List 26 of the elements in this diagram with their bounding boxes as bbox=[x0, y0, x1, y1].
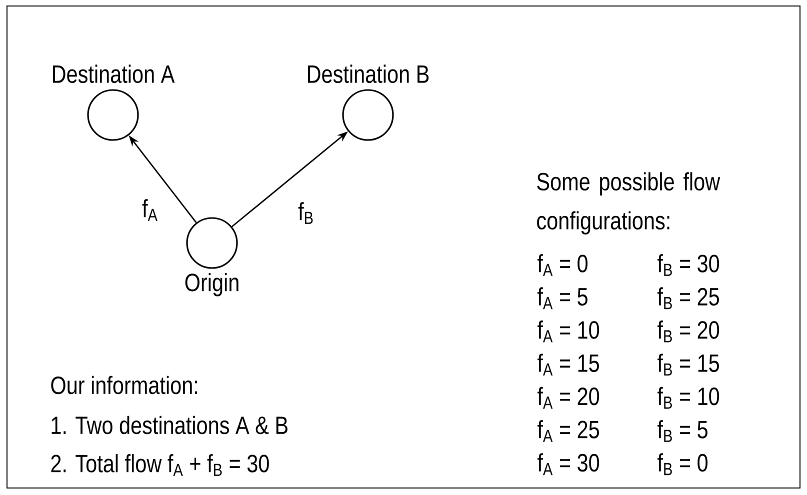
circle-node: Destination A bbox=[53, 64, 175, 141]
table-cell: f$_{A}$ = 5 bbox=[538, 287, 588, 310]
table-cell: f$_{A}$ = 15 bbox=[538, 354, 599, 376]
edge-label: f$_{B}$ bbox=[298, 202, 313, 224]
info-text: 2. Total flow f$_{A}$ + f$_{B}$ = 30 bbox=[51, 454, 269, 476]
node-label: Destination B bbox=[308, 64, 429, 84]
table-cell: f$_{A}$ = 10 bbox=[538, 320, 600, 342]
table-cell: f$_{A}$ = 30 bbox=[538, 453, 600, 476]
table-cell: f$_{B}$ = 0 bbox=[658, 453, 708, 476]
info-text: Our information: bbox=[51, 376, 198, 394]
table-cell: f$_{B}$ = 15 bbox=[658, 354, 719, 376]
edge-label: f$_{A}$ bbox=[142, 199, 158, 221]
table-cell: f$_{A}$ = 25 bbox=[538, 420, 599, 442]
node-label: Destination A bbox=[53, 64, 175, 84]
table-cell: f$_{B}$ = 25 bbox=[658, 287, 719, 310]
circle-node: Origin bbox=[185, 217, 238, 296]
table-cell: f$_{B}$ = 5 bbox=[658, 420, 708, 442]
table-cell: f$_{B}$ = 30 bbox=[658, 254, 720, 276]
info-text: 1. Two destinations A & B bbox=[52, 416, 288, 434]
circle-node: Destination B bbox=[308, 64, 429, 141]
table-cell: f$_{A}$ = 0 bbox=[538, 254, 588, 276]
table-cell: f$_{B}$ = 20 bbox=[658, 320, 720, 342]
table-cell: f$_{A}$ = 20 bbox=[538, 386, 600, 409]
table-heading: Some possible flow configurations: bbox=[537, 172, 720, 234]
node-label: Origin bbox=[185, 272, 238, 296]
table-cell: f$_{B}$ = 10 bbox=[658, 386, 720, 409]
